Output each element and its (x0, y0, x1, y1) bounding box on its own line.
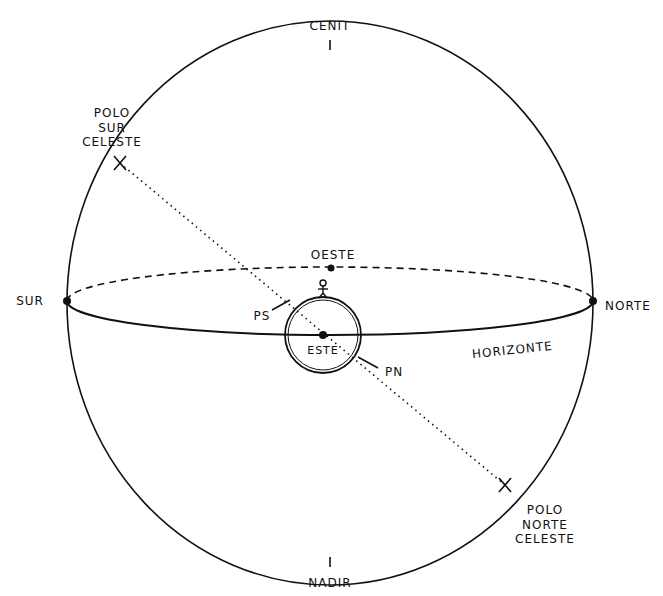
south-point (63, 297, 71, 305)
zenith-label: CENIT (310, 19, 351, 33)
east-label: ESTE (307, 344, 339, 357)
south-label: SUR (16, 294, 44, 308)
north-label: NORTE (605, 299, 651, 313)
sphere-outline (67, 21, 593, 585)
east-point (319, 331, 327, 339)
observer-figure (318, 280, 328, 298)
west-label: OESTE (311, 248, 356, 262)
south-pole-mark (114, 156, 126, 170)
nadir-label: NADIR (308, 576, 351, 590)
west-point (328, 265, 335, 272)
horizon-front (67, 301, 593, 335)
north-pole-label: POLO NORTE CELESTE (515, 503, 575, 546)
earth-circle (285, 297, 361, 373)
pn-label: PN (385, 365, 403, 379)
south-pole-label: POLO SUR CELESTE (82, 106, 142, 149)
celestial-axis (120, 163, 505, 485)
north-pole-mark (499, 478, 511, 492)
horizon-label: HORIZONTE (471, 339, 553, 362)
zenith-tick (329, 40, 331, 50)
ps-leader (272, 300, 290, 310)
ps-label: PS (254, 309, 271, 323)
pn-leader (358, 357, 378, 368)
horizon-back (67, 267, 593, 301)
north-point (589, 297, 597, 305)
earth-inner (288, 300, 358, 370)
nadir-tick (329, 557, 331, 567)
